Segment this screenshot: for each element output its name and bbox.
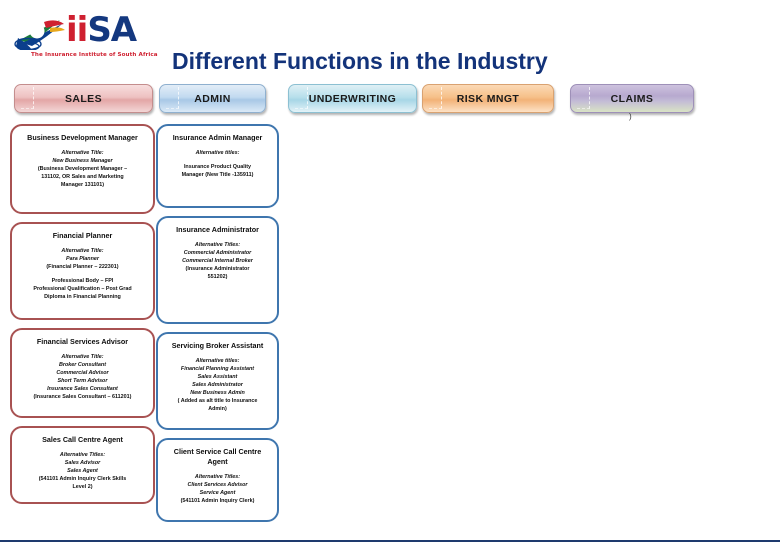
role-card-title: Business Development Manager [27,133,138,142]
role-card-alt-title: Broker Consultant [58,362,107,368]
role-card-alt-title: Client Services Advisor [187,482,248,488]
role-card-title: Financial Services Advisor [36,337,129,346]
role-card-alt-heading: Alternative Titles: [59,452,106,458]
function-button-label: RISK MNGT [456,92,520,105]
role-card-code: Admin) [208,406,227,412]
function-button-label: SALES [64,92,102,105]
function-button-admin[interactable]: ADMIN [159,84,266,113]
function-button-underwriting[interactable]: UNDERWRITING [288,84,417,113]
role-card-code: 551202) [207,274,228,280]
logo-wordmark-sa: SA [87,10,137,50]
role-card-qualification: Professional Qualification – Post Grad [33,286,132,292]
role-card-alt-heading: Alternative Title: [61,248,104,254]
function-button-label: CLAIMS [610,92,654,105]
role-card-code: (541101 Admin Inquiry Clerk) [180,498,255,504]
role-card-code: (Financial Planner – 222301) [46,264,119,270]
role-card-alt-title: Para Planner [66,256,99,262]
role-card-alt-title: Financial Planning Assistant [180,366,255,372]
role-card-code: (Insurance Administrator [185,266,250,272]
function-button-risk-mngt[interactable]: RISK MNGT [422,84,554,113]
button-gleam-icon [166,87,179,109]
role-card-title: Client Service Call Centre Agent [173,447,262,466]
role-card-alt-title: Sales Agent [67,468,98,474]
role-card-alt-heading: Alternative Titles: [194,242,241,248]
role-card-code: (Business Development Manager – [37,166,128,172]
role-card-alt-title: Insurance Sales Consultant [47,386,118,392]
button-gleam-icon [295,87,308,109]
role-card-title: Servicing Broker Assistant [171,341,264,350]
role-card-qualification: Diploma in Financial Planning [44,294,121,300]
role-card-title: Insurance Admin Manager [172,133,263,142]
role-card-code: (Insurance Sales Consultant – 611201) [33,394,132,400]
role-card-title: Insurance Administrator [176,225,259,234]
role-card-code: ( Added as alt title to Insurance [177,398,258,404]
function-button-sales[interactable]: SALES [14,84,153,113]
role-card-qualification: Professional Body – FPI [51,278,114,284]
iisa-logo-icon [14,20,65,50]
role-card-alt-title: Sales Administrator [192,382,243,388]
page-title: Different Functions in the Industry [172,48,548,74]
button-gleam-icon [577,87,590,109]
role-card-code: Manager (New Title -135911) [181,172,254,178]
role-card-alt-heading: Alternative titles: [195,358,240,364]
role-card-alt-heading: Alternative Title: [61,150,104,156]
function-button-label: UNDERWRITING [308,92,397,105]
role-card-alt-title: Sales Assistant [197,374,238,380]
function-button-label: ADMIN [194,92,231,105]
logo-wordmark: iiSA [66,10,137,50]
button-gleam-icon [21,87,34,109]
button-gleam-icon [429,87,442,109]
role-card-alt-heading: Alternative Titles: [194,474,241,480]
function-button-claims[interactable]: CLAIMS [570,84,694,113]
logo-tagline: The Insurance Institute of South Africa [31,52,158,58]
role-card-alt-title: Short Term Advisor [57,378,108,384]
iisa-logo: iiSA The Insurance Institute of South Af… [14,12,164,64]
role-card-alt-heading: Alternative titles: [195,150,240,156]
role-card-code: Insurance Product Quality [183,164,252,170]
role-card-alt-title: New Business Manager [52,158,113,164]
role-card-alt-title: Sales Advisor [64,460,101,466]
role-card-alt-heading: Alternative Title: [61,354,104,360]
role-card-alt-title: Commercial Advisor [56,370,109,376]
role-card-code: 131102, OR Sales and Marketing [41,174,124,180]
role-card-code: Level 2) [72,484,93,490]
logo-wordmark-ii: ii [66,10,88,50]
role-card-alt-title: New Business Admin [190,390,245,396]
claims-marker: ) [629,112,632,121]
role-card-alt-title: Commercial Administrator [183,250,252,256]
role-card-code: (541101 Admin Inquiry Clerk Skills [38,476,127,482]
role-card-code: Manager 131101) [60,182,105,188]
role-card-title: Financial Planner [52,231,113,240]
role-card-alt-title: Commercial Internal Broker [182,258,253,264]
role-card-alt-title: Service Agent [199,490,236,496]
role-card-title: Sales Call Centre Agent [42,435,123,444]
